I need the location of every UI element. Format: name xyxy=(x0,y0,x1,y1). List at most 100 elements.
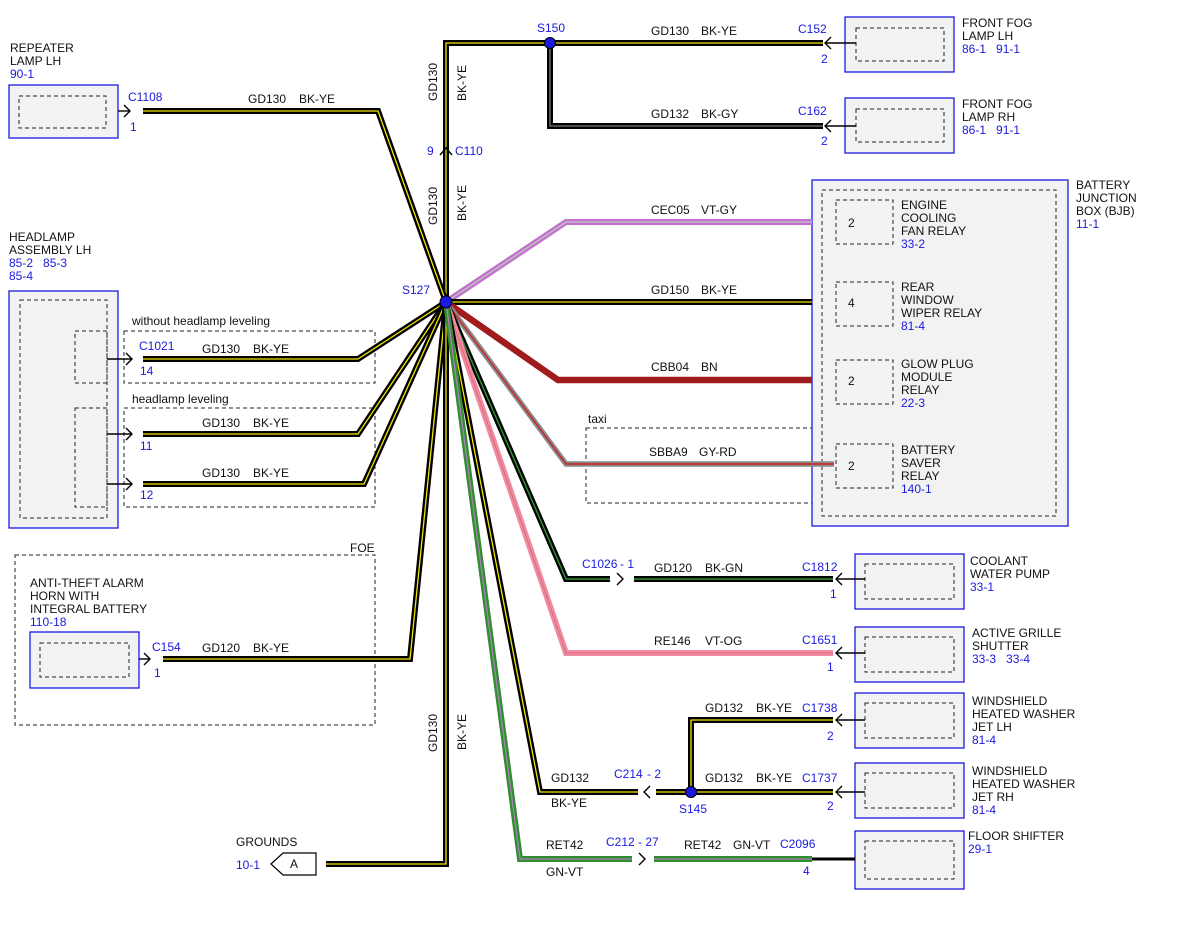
wire-re146-grille xyxy=(443,301,833,656)
connector-c162-id: C162 xyxy=(798,104,827,118)
relay-saver-l1: BATTERY xyxy=(901,443,955,457)
connector-c212-id: C212 xyxy=(606,835,635,849)
splice-s150-dot xyxy=(544,37,556,49)
repeater-title-2: LAMP LH xyxy=(10,54,61,68)
relay-saver-ref: 140-1 xyxy=(901,482,932,496)
without-leveling-option-box xyxy=(123,330,376,384)
washer-rh-ref: 81-4 xyxy=(972,803,996,817)
wire-fan-color: VT-GY xyxy=(701,203,737,217)
floor-shifter xyxy=(854,830,965,890)
wire-s145left-circuit: GD132 xyxy=(551,771,589,785)
splice-s127-dot xyxy=(439,295,453,309)
connector-c154-id: C154 xyxy=(152,640,181,654)
wire-upupper-color: BK-YE xyxy=(455,65,469,101)
relay-fan-l2: COOLING xyxy=(901,211,956,225)
bjb-ref: 11-1 xyxy=(1076,217,1099,231)
wire-fogrh-circuit: GD132 xyxy=(651,107,689,121)
fog-rh-title-1: FRONT FOG xyxy=(962,97,1032,111)
grounds-symbol-label: A xyxy=(290,857,298,871)
wire-gd130-head12 xyxy=(143,300,449,487)
option-without-leveling: without headlamp leveling xyxy=(131,314,270,328)
grounds-ref: 10-1 xyxy=(236,858,260,872)
antitheft-ref: 110-18 xyxy=(30,615,67,629)
wire-gd130-head11 xyxy=(143,300,449,437)
wire-head12-circuit: GD130 xyxy=(202,466,240,480)
relay-wiper-ref: 81-4 xyxy=(901,319,925,333)
relay-wiper-pin: 4 xyxy=(848,296,855,310)
connector-lvl12-pin: 12 xyxy=(140,488,154,502)
connector-arrows xyxy=(107,36,865,866)
fog-lh-ref: 86-1 91-1 xyxy=(962,42,1020,56)
wire-glow-circuit: CBB04 xyxy=(651,360,689,374)
floor-ref: 29-1 xyxy=(968,842,992,856)
bjb-title-1: BATTERY xyxy=(1076,178,1130,192)
headlamp-title-2: ASSEMBLY LH xyxy=(9,243,91,257)
fog-rh-title-2: LAMP RH xyxy=(962,110,1015,124)
relay-wiper-l3: WIPER RELAY xyxy=(901,306,982,320)
wire-ret42-floor xyxy=(443,301,855,862)
grille-title-2: SHUTTER xyxy=(972,639,1029,653)
coolant-ref: 33-1 xyxy=(970,580,994,594)
connector-c1021-pin: 14 xyxy=(140,364,154,378)
relay-fan-ref: 33-2 xyxy=(901,237,925,251)
relay-glow-pin: 2 xyxy=(848,374,855,388)
headlamp-ref-2: 85-4 xyxy=(9,269,33,283)
wire-washerlh-color: BK-YE xyxy=(756,701,792,715)
wire-grille-color: VT-OG xyxy=(705,634,742,648)
fog-lh-title-2: LAMP LH xyxy=(962,29,1013,43)
coolant-title-1: COOLANT xyxy=(970,554,1029,568)
wire-cec05-fan xyxy=(444,219,812,305)
antitheft-title-3: INTEGRAL BATTERY xyxy=(30,602,147,616)
wire-uplower-color: BK-YE xyxy=(455,185,469,221)
connector-c110-id: C110 xyxy=(455,144,483,158)
wire-layer xyxy=(143,40,855,867)
wire-ground-color: BK-YE xyxy=(455,714,469,750)
washer-lh-title-2: HEATED WASHER xyxy=(972,707,1076,721)
connector-c1812-pin: 1 xyxy=(830,587,837,601)
repeater-ref: 90-1 xyxy=(10,67,34,81)
splice-s145-dot xyxy=(685,786,697,798)
wire-gd132-s145 xyxy=(443,301,833,795)
wire-wiper-color: BK-YE xyxy=(701,283,737,297)
connector-c154-pin: 1 xyxy=(154,666,161,680)
headlamp-assembly-lh xyxy=(8,290,119,529)
antitheft-title-1: ANTI-THEFT ALARM xyxy=(30,576,144,590)
option-leveling: headlamp leveling xyxy=(132,392,229,406)
washer-jet-rh xyxy=(854,762,965,819)
relay-fan-l3: FAN RELAY xyxy=(901,224,966,238)
wire-gd130-vertical xyxy=(443,40,823,302)
connector-c1738-id: C1738 xyxy=(802,701,838,715)
wire-foglh-circuit: GD130 xyxy=(651,24,689,38)
connector-c162-pin: 2 xyxy=(821,134,828,148)
wire-gd120-horn xyxy=(163,301,449,662)
wire-grille-circuit: RE146 xyxy=(654,634,691,648)
connector-c1812-id: C1812 xyxy=(802,560,838,574)
wire-wiper-circuit: GD150 xyxy=(651,283,689,297)
bjb-title-3: BOX (BJB) xyxy=(1076,204,1135,218)
option-foe: FOE xyxy=(350,541,375,555)
fog-rh-ref: 86-1 91-1 xyxy=(962,123,1020,137)
front-fog-lamp-lh xyxy=(844,16,955,73)
wire-fan-circuit: CEC05 xyxy=(651,203,690,217)
wire-gd120-coolant xyxy=(443,300,833,582)
connector-c110-pin: 9 xyxy=(427,144,434,158)
connector-c1738-pin: 2 xyxy=(827,729,834,743)
connector-c1026-id: C1026 xyxy=(582,557,618,571)
connector-c1108-id: C1108 xyxy=(128,90,163,104)
wire-head11-color: BK-YE xyxy=(253,416,289,430)
relay-glow-l3: RELAY xyxy=(901,383,939,397)
washer-rh-title-1: WINDSHIELD xyxy=(972,764,1048,778)
relay-saver-l3: RELAY xyxy=(901,469,939,483)
wire-head12-color: BK-YE xyxy=(253,466,289,480)
wire-s145left-color: BK-YE xyxy=(551,796,587,810)
connector-c1651-id: C1651 xyxy=(802,633,838,647)
grille-ref: 33-3 33-4 xyxy=(972,652,1030,666)
ground-a-icon xyxy=(270,852,317,876)
wire-horn-color: BK-YE xyxy=(253,641,289,655)
wire-floorright-color: GN-VT xyxy=(733,838,771,852)
wire-gd130-repeater xyxy=(143,108,449,304)
wire-head14-color: BK-YE xyxy=(253,342,289,356)
connector-lvl11-pin: 11 xyxy=(140,439,153,453)
relay-glow-l1: GLOW PLUG xyxy=(901,357,974,371)
